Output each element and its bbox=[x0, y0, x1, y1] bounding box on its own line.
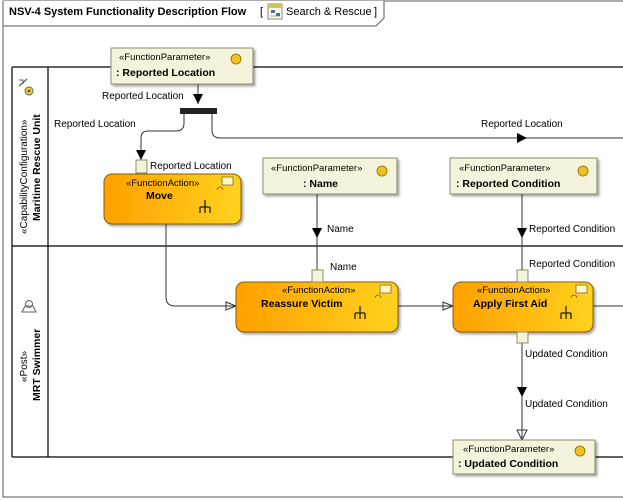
output-pin-updated-condition[interactable] bbox=[516, 331, 529, 344]
lane-2-name: MRT Swimmer bbox=[31, 329, 43, 401]
parameter-marker-icon bbox=[574, 445, 586, 457]
action-stereotype: «FunctionAction» bbox=[477, 285, 550, 296]
lane-1-stereotype: «CapabilityConfiguration» bbox=[19, 119, 30, 234]
edge-fork-to-move[interactable] bbox=[140, 114, 185, 160]
label-reported-location-in: Reported Location bbox=[102, 91, 184, 102]
param-stereotype: «FunctionParameter» bbox=[459, 163, 550, 174]
label-reported-location-right: Reported Location bbox=[481, 119, 563, 130]
param-reported-location[interactable]: «FunctionParameter» : Reported Location bbox=[110, 47, 254, 85]
tab-left-bracket: [ bbox=[260, 6, 263, 18]
param-name: : Updated Condition bbox=[458, 458, 558, 470]
parameter-marker-icon bbox=[577, 165, 589, 177]
rake-icon bbox=[560, 306, 572, 319]
action-move[interactable]: «FunctionAction» Move bbox=[103, 159, 242, 225]
capability-configuration-icon bbox=[18, 78, 34, 96]
rake-icon bbox=[199, 200, 211, 213]
param-stereotype: «FunctionParameter» bbox=[463, 444, 554, 455]
input-pin-reported-condition[interactable] bbox=[516, 269, 529, 283]
action-apply-first-aid[interactable]: «FunctionAction» Apply First Aid bbox=[452, 269, 594, 344]
post-icon bbox=[21, 300, 37, 313]
param-updated-condition[interactable]: «FunctionParameter» : Updated Condition bbox=[452, 439, 596, 475]
frame-title: NSV-4 System Functionality Description F… bbox=[9, 6, 247, 18]
lane-mrt-swimmer[interactable]: «Post» MRT Swimmer bbox=[19, 300, 43, 402]
action-name: Move bbox=[146, 190, 173, 202]
rake-icon bbox=[354, 306, 366, 319]
edge-fork-right[interactable] bbox=[211, 114, 623, 139]
lane-1-name: Maritime Rescue Unit bbox=[31, 114, 43, 221]
action-name: Reassure Victim bbox=[261, 298, 343, 310]
input-pin-reported-location[interactable] bbox=[135, 159, 148, 174]
parameter-marker-icon bbox=[376, 165, 388, 177]
label-name-pin: Name bbox=[330, 262, 357, 273]
edge-move-to-reassure[interactable] bbox=[165, 224, 236, 307]
label-updated-flow: Updated Condition bbox=[525, 399, 608, 410]
input-pin-name[interactable] bbox=[311, 269, 324, 283]
tab-right-bracket: ] bbox=[374, 6, 377, 18]
action-reassure-victim[interactable]: «FunctionAction» Reassure Victim bbox=[235, 269, 399, 333]
param-name: : Reported Condition bbox=[456, 178, 560, 190]
action-stereotype: «FunctionAction» bbox=[282, 285, 355, 296]
tab-context-link[interactable]: Search & Rescue bbox=[286, 6, 372, 18]
label-reported-location-left: Reported Location bbox=[54, 119, 136, 130]
param-stereotype: «FunctionParameter» bbox=[119, 52, 210, 63]
flow-arrowheads bbox=[136, 94, 528, 442]
label-condition-pin: Reported Condition bbox=[529, 259, 615, 270]
label-name-flow: Name bbox=[327, 224, 354, 235]
label-updated-pin: Updated Condition bbox=[525, 349, 608, 360]
param-name: : Name bbox=[303, 178, 338, 190]
lane-maritime-rescue-unit[interactable]: «CapabilityConfiguration» Maritime Rescu… bbox=[18, 78, 43, 234]
label-move-pin: Reported Location bbox=[150, 161, 232, 172]
action-note-icon bbox=[570, 284, 588, 299]
action-note-icon bbox=[216, 176, 234, 191]
param-name[interactable]: «FunctionParameter» : Name bbox=[262, 157, 398, 195]
lane-2-stereotype: «Post» bbox=[19, 350, 30, 382]
action-name: Apply First Aid bbox=[473, 298, 547, 310]
fork-node[interactable] bbox=[180, 108, 217, 114]
action-note-icon bbox=[374, 284, 392, 299]
flow-labels: Reported Location Reported Location Repo… bbox=[54, 91, 615, 410]
param-name: : Reported Location bbox=[116, 67, 215, 79]
parameter-marker-icon bbox=[230, 53, 242, 65]
nsv-diagram-icon bbox=[267, 3, 283, 20]
action-stereotype: «FunctionAction» bbox=[126, 178, 199, 189]
param-stereotype: «FunctionParameter» bbox=[271, 163, 362, 174]
label-condition-flow: Reported Condition bbox=[529, 224, 615, 235]
param-reported-condition[interactable]: «FunctionParameter» : Reported Condition bbox=[449, 157, 598, 195]
